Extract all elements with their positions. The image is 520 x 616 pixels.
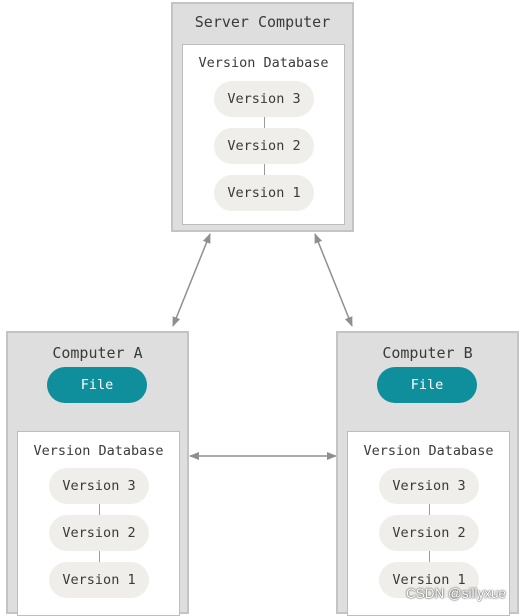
server-version-1: Version 1: [214, 175, 314, 211]
computer-b-version-database: Version Database Version 3 Version 2 Ver…: [347, 431, 510, 616]
server-version-2: Version 2: [214, 128, 314, 164]
server-version-database: Version Database Version 3 Version 2 Ver…: [182, 44, 345, 225]
arrow-server-to-computer-a: [172, 233, 211, 327]
computer-a-version-2: Version 2: [49, 515, 149, 551]
watermark: CSDN @sillyxue: [406, 586, 506, 601]
server-version-3: Version 3: [214, 81, 314, 117]
computer-a-file: File: [47, 367, 147, 403]
server-computer-title: Server Computer: [194, 13, 331, 31]
computer-a-version-database: Version Database Version 3 Version 2 Ver…: [17, 431, 180, 616]
computer-a-db-title: Version Database: [33, 443, 164, 459]
computer-b-version-3: Version 3: [379, 468, 479, 504]
computer-a-version-3: Version 3: [49, 468, 149, 504]
computer-a-title: Computer A: [52, 344, 143, 362]
server-db-title: Version Database: [198, 55, 329, 71]
server-computer-box: Server Computer Version Database Version…: [171, 2, 354, 232]
computer-a-box: Computer A File Version Database Version…: [6, 331, 189, 616]
computer-b-file: File: [377, 367, 477, 403]
computer-b-box: Computer B File Version Database Version…: [336, 331, 519, 616]
computer-a-version-1: Version 1: [49, 562, 149, 598]
arrow-server-to-computer-b: [314, 233, 353, 327]
computer-b-title: Computer B: [382, 344, 473, 362]
computer-b-version-1: Version 1: [379, 562, 479, 598]
computer-b-db-title: Version Database: [363, 443, 494, 459]
computer-b-version-2: Version 2: [379, 515, 479, 551]
